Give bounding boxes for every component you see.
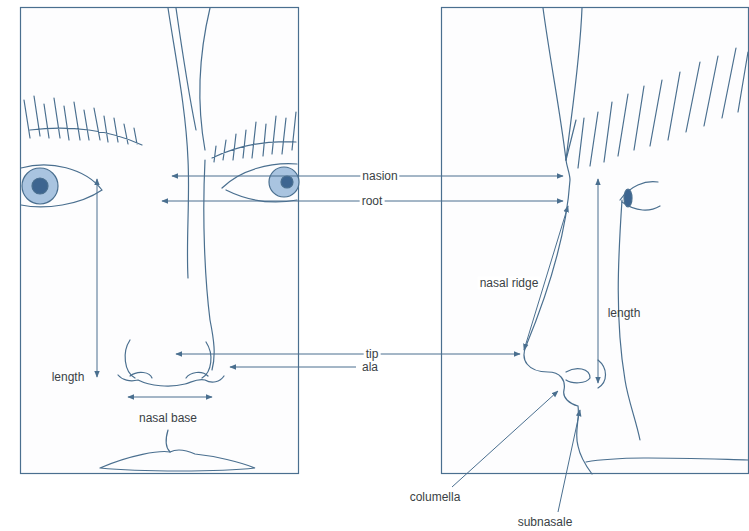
anatomy-label: subnasale	[516, 515, 575, 528]
lips	[100, 450, 255, 471]
nasal-base-dimension	[128, 397, 212, 398]
hair-strand	[176, 8, 196, 130]
philtrum	[166, 430, 170, 452]
hair-strand	[168, 8, 189, 278]
nostril	[566, 369, 590, 383]
nostril	[130, 372, 208, 378]
eye-iris	[269, 167, 299, 197]
lip-line	[586, 458, 748, 462]
anatomy-label: ala	[360, 361, 380, 374]
anatomy-label: length	[50, 371, 87, 384]
columella-leader	[452, 391, 558, 487]
eye-pupil	[32, 178, 48, 194]
anatomy-label: root	[360, 195, 385, 208]
profile-line	[524, 160, 592, 474]
nose-ala	[125, 340, 135, 378]
eye-iris	[624, 189, 632, 207]
anatomy-label: columella	[408, 491, 463, 504]
face-drawing	[21, 8, 749, 475]
eye-outline	[620, 182, 660, 210]
anatomy-label: nasion	[360, 170, 399, 183]
leader-lines	[97, 176, 598, 512]
anatomy-label: nasal base	[137, 412, 199, 425]
nose-side	[204, 160, 214, 370]
eye-pupil	[281, 176, 293, 188]
anatomy-label: nasal ridge	[478, 277, 541, 290]
eye-outline	[21, 165, 102, 207]
anatomy-label: length	[606, 307, 643, 320]
eye-iris	[22, 168, 58, 204]
eyebrow	[24, 96, 142, 145]
length-dimension	[598, 179, 599, 383]
tip-arrow	[176, 354, 520, 355]
hair-strand	[566, 8, 582, 160]
ala-crease	[598, 360, 606, 388]
length-dimension	[97, 179, 98, 377]
hair-strand	[543, 8, 566, 160]
subnasale-leader	[558, 410, 580, 512]
side-panel	[442, 8, 749, 474]
eyebrow	[212, 112, 296, 162]
hair-strand	[200, 8, 210, 150]
anatomy-label: tip	[364, 348, 381, 361]
front-panel	[21, 8, 299, 474]
hair-fringe	[566, 48, 748, 168]
cheek-line	[618, 200, 640, 440]
nose-base	[118, 375, 224, 386]
ala-arrow	[230, 367, 356, 368]
